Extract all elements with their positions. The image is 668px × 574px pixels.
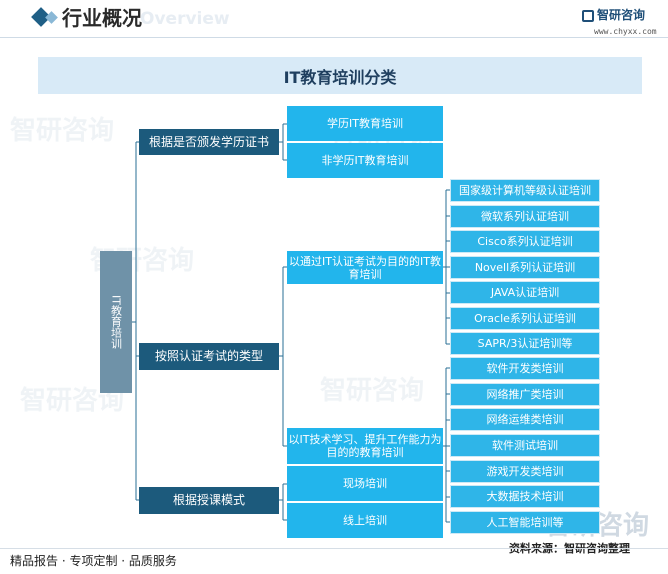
leaf-node: 人工智能培训等 [450,511,600,534]
leaf-node: 软件测试培训 [450,434,600,457]
leaf-node: 网络推广类培训 [450,383,600,406]
category-node: 现场培训 [287,466,443,501]
category-node: 非学历IT教育培训 [287,143,443,178]
category-node: 以IT技术学习、提升工作能力为目的的教育培训 [287,428,443,464]
leaf-node: Cisco系列认证培训 [450,230,600,253]
header-title: 行业概况 [62,6,142,30]
leaf-node: 大数据技术培训 [450,485,600,508]
leaf-node: 软件开发类培训 [450,357,600,380]
brand-logo: 智研咨询 [582,6,645,23]
footer-divider [0,548,668,549]
root-node-label: IT教育培训 [109,295,123,349]
branch-node: 按照认证考试的类型 [139,343,279,370]
brand-site: www.chyxx.com [594,27,657,36]
root-node: IT教育培训 [100,251,132,393]
branch-node: 根据授课模式 [139,487,279,514]
leaf-node: Novell系列认证培训 [450,256,600,279]
leaf-node: JAVA认证培训 [450,281,600,304]
category-node: 以通过IT认证考试为目的的IT教育培训 [287,251,443,284]
header-subtitle: Overview [140,9,230,29]
leaf-node: 游戏开发类培训 [450,460,600,483]
category-node: 学历IT教育培训 [287,106,443,141]
branch-node: 根据是否颁发学历证书 [139,129,279,155]
category-node: 线上培训 [287,503,443,538]
leaf-node: Oracle系列认证培训 [450,307,600,330]
footer-slogan: 精品报告 · 专项定制 · 品质服务 [10,554,177,568]
leaf-node: 国家级计算机等级认证培训 [450,179,600,202]
leaf-node: 网络运维类培训 [450,408,600,431]
brand-logo-icon [582,10,594,22]
leaf-node: SAPR/3认证培训等 [450,332,600,355]
diagram-title: IT教育培训分类 [38,57,642,94]
leaf-node: 微软系列认证培训 [450,205,600,228]
brand-logo-text: 智研咨询 [597,8,646,22]
header-divider [0,37,668,38]
